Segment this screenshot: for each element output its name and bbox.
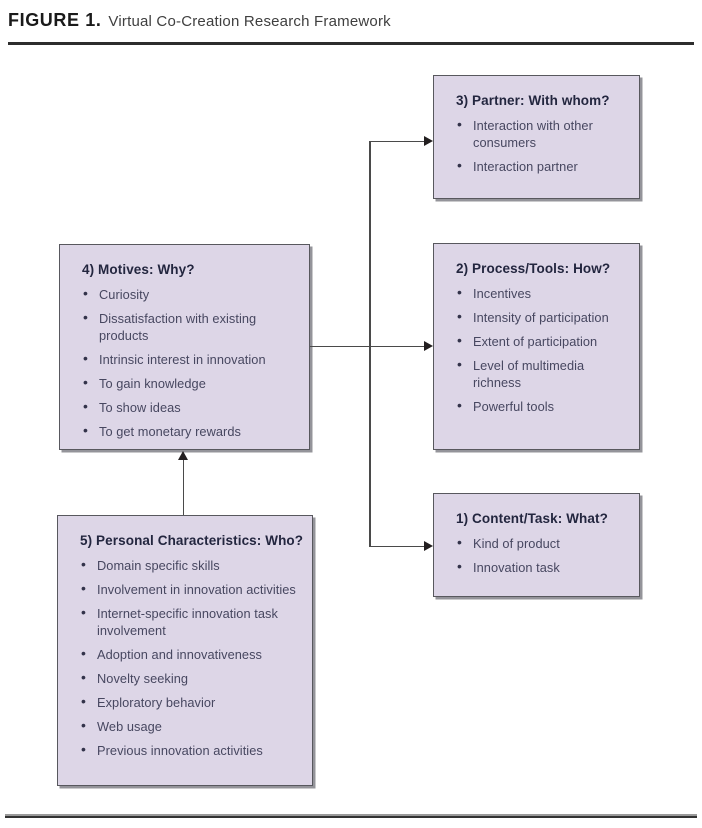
bullet-item: To get monetary rewards	[82, 422, 297, 440]
arrowhead-to-content-icon	[424, 541, 433, 551]
box-partner-heading: 3) Partner: With whom?	[456, 93, 610, 108]
bullet-item: To show ideas	[82, 398, 297, 416]
box-personal-characteristics-list: Domain specific skillsInvolvement in inn…	[80, 556, 300, 759]
box-process-tools-list: IncentivesIntensity of participationExte…	[456, 284, 627, 415]
box-process-tools: 2) Process/Tools: How? IncentivesIntensi…	[433, 243, 640, 450]
bullet-item: Intrinsic interest in innovation	[82, 350, 297, 368]
box-process-tools-heading: 2) Process/Tools: How?	[456, 261, 611, 276]
bullet-item: Kind of product	[456, 534, 627, 552]
top-rule-divider	[8, 42, 694, 45]
bullet-item: Adoption and innovativeness	[80, 645, 300, 663]
bullet-item: Extent of participation	[456, 332, 627, 350]
bullet-item: Novelty seeking	[80, 669, 300, 687]
figure-label: FIGURE 1.	[8, 10, 102, 30]
box-content-task: 1) Content/Task: What? Kind of productIn…	[433, 493, 640, 597]
bullet-item: To gain knowledge	[82, 374, 297, 392]
bullet-item: Incentives	[456, 284, 627, 302]
arrowhead-to-motives-icon	[178, 451, 188, 460]
box-motives: 4) Motives: Why? CuriosityDissatisfactio…	[59, 244, 310, 450]
connector-personal-to-motives	[182, 459, 184, 515]
bullet-item: Exploratory behavior	[80, 693, 300, 711]
box-motives-heading: 4) Motives: Why?	[82, 262, 195, 277]
bullet-item: Level of multimedia richness	[456, 356, 627, 391]
bullet-item: Interaction partner	[456, 157, 627, 175]
bullet-item: Innovation task	[456, 558, 627, 576]
connector-branch-vertical	[369, 140, 371, 547]
box-partner: 3) Partner: With whom? Interaction with …	[433, 75, 640, 199]
bullet-item: Intensity of participation	[456, 308, 627, 326]
bottom-rule-divider	[5, 814, 697, 818]
bullet-item: Previous innovation activities	[80, 741, 300, 759]
bullet-item: Interaction with other consumers	[456, 116, 627, 151]
box-personal-characteristics: 5) Personal Characteristics: Who? Domain…	[57, 515, 313, 786]
bullet-item: Involvement in innovation activities	[80, 580, 300, 598]
connector-branch-to-partner	[369, 140, 425, 142]
box-personal-characteristics-heading: 5) Personal Characteristics: Who?	[80, 533, 304, 548]
box-content-task-list: Kind of productInnovation task	[456, 534, 627, 576]
bullet-item: Internet-specific innovation task involv…	[80, 604, 300, 639]
figure-title: Virtual Co-Creation Research Framework	[108, 13, 391, 30]
connector-branch-to-content	[369, 545, 425, 547]
box-partner-list: Interaction with other consumersInteract…	[456, 116, 627, 175]
figure-caption: FIGURE 1. Virtual Co-Creation Research Fr…	[8, 10, 694, 31]
bullet-item: Dissatisfaction with existing products	[82, 309, 297, 344]
bullet-item: Curiosity	[82, 285, 297, 303]
connector-motives-to-process	[310, 345, 425, 347]
arrowhead-to-partner-icon	[424, 136, 433, 146]
bullet-item: Domain specific skills	[80, 556, 300, 574]
bullet-item: Web usage	[80, 717, 300, 735]
bullet-item: Powerful tools	[456, 397, 627, 415]
arrowhead-to-process-icon	[424, 341, 433, 351]
box-motives-list: CuriosityDissatisfaction with existing p…	[82, 285, 297, 440]
box-content-task-heading: 1) Content/Task: What?	[456, 511, 608, 526]
